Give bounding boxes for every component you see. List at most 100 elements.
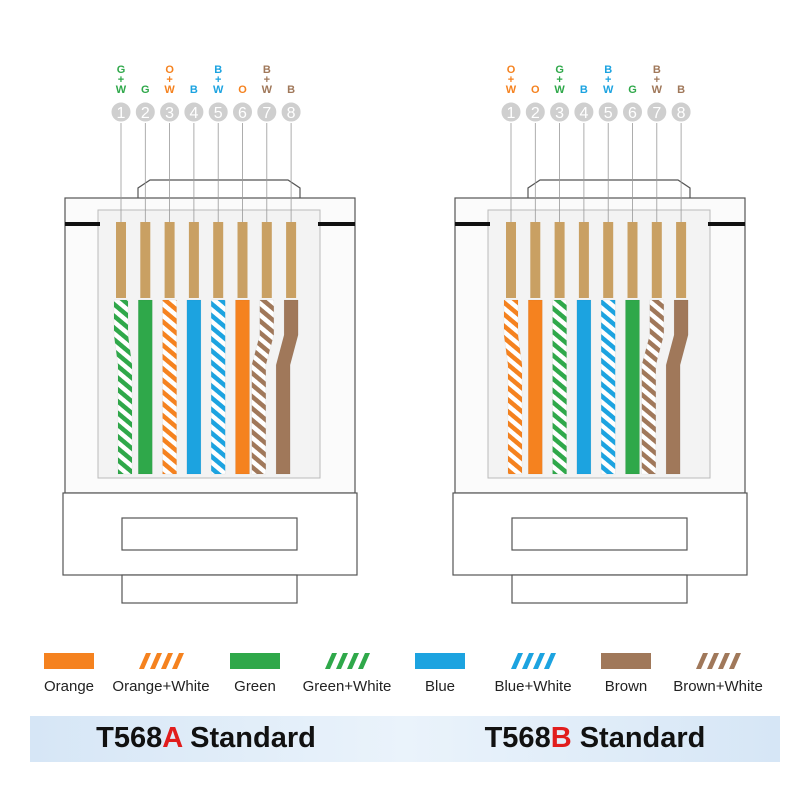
connector-strain-relief	[511, 574, 688, 604]
pin-number: 7	[262, 105, 271, 122]
pin-number: 3	[165, 105, 174, 122]
pin-number-circle	[622, 101, 643, 123]
pin-number: 7	[652, 105, 661, 122]
legend-label-green: Green	[234, 678, 276, 695]
legend-swatch-orange	[44, 653, 94, 669]
wire-green	[138, 299, 153, 475]
pin-number: 4	[189, 105, 198, 122]
wire-orange	[528, 299, 543, 475]
legend-label-blue: Blue	[424, 678, 456, 695]
pin-3-code-g: G	[555, 64, 564, 76]
legend-swatch-brown-white-stripe	[707, 653, 719, 669]
pin-6-code-o: O	[238, 84, 247, 96]
pin-3-code-o: O	[165, 64, 174, 76]
connector-top-clip	[137, 179, 301, 198]
legend-swatch-green-white-stripe	[336, 653, 348, 669]
pin-3-code-plus: +	[556, 74, 562, 86]
legend-label-orange-white: Orange+White	[112, 678, 210, 695]
copper-contact	[213, 222, 224, 298]
pin-number-circle	[183, 101, 205, 123]
copper-contact	[627, 222, 638, 298]
legend-swatch-green-white-stripe	[347, 653, 359, 669]
connector-top-clip	[527, 179, 691, 198]
t568b-title: T568B Standard	[485, 722, 706, 755]
t568a-title: T568A Standard	[96, 722, 316, 755]
pin-3-code-w: W	[554, 84, 565, 96]
copper-contact	[188, 222, 199, 298]
connector-boot-window	[511, 517, 688, 551]
pin-number-circle	[110, 101, 132, 123]
pin-3-code-w: W	[164, 84, 175, 96]
pin-6-code-g: G	[628, 84, 637, 96]
pin-7-code-plus: +	[654, 74, 660, 86]
legend-swatch-brown-white-stripe	[718, 653, 730, 669]
pin-2-code-o: O	[531, 84, 540, 96]
pin-number-circle	[597, 101, 619, 123]
pin-2-code-g: G	[141, 84, 150, 96]
legend-swatch-blue	[415, 653, 465, 669]
pin-1-code-plus: +	[508, 74, 514, 86]
pin-number-circle	[549, 101, 571, 123]
copper-contact	[164, 222, 175, 298]
wire-orange	[235, 299, 250, 475]
connector-boot-window	[121, 517, 298, 551]
wire-blue-white	[600, 299, 616, 475]
pin-7-code-plus: +	[264, 74, 270, 86]
legend-swatch-blue-white-stripe	[511, 653, 523, 669]
pin-number-circle	[159, 101, 181, 123]
t568b-suffix: Standard	[571, 722, 706, 754]
t568a-prefix: T568	[96, 722, 163, 754]
legend-label-blue-white: Blue+White	[494, 678, 572, 695]
standard-banner	[30, 716, 780, 762]
pin-number: 8	[677, 105, 686, 122]
pin-number: 3	[555, 105, 564, 122]
legend-swatch-orange-white-stripe	[172, 653, 184, 669]
pin-number-circle	[232, 101, 253, 123]
copper-contact	[530, 222, 541, 298]
pin-5-code-b: B	[604, 64, 612, 76]
legend-swatch-brown-white-stripe	[696, 653, 708, 669]
legend-label-brown-white: Brown+White	[673, 678, 763, 695]
pin-number: 5	[604, 105, 613, 122]
pin-number-circle	[646, 101, 668, 123]
pin-4-code-b: B	[580, 84, 588, 96]
copper-contact	[261, 222, 272, 298]
wire-orange-white	[162, 299, 177, 475]
copper-contact	[651, 222, 662, 298]
connector-strain-relief	[121, 574, 298, 604]
pin-8-code-b: B	[677, 84, 685, 96]
pin-7-code-w: W	[262, 84, 273, 96]
legend-swatch-green-white-stripe	[358, 653, 370, 669]
wire-brown	[665, 299, 689, 475]
pin-number: 1	[507, 105, 516, 122]
wire-blue	[186, 299, 202, 475]
copper-contact	[116, 222, 126, 298]
pin-5-code-w: W	[213, 84, 224, 96]
pin-number: 1	[117, 105, 126, 122]
wire-orange-white	[503, 299, 523, 475]
t568b-letter: B	[550, 722, 572, 754]
pin-3-code-plus: +	[166, 74, 172, 86]
pin-number: 8	[287, 105, 296, 122]
copper-contact	[554, 222, 565, 298]
copper-contact	[603, 222, 614, 298]
pin-8-code-b: B	[287, 84, 295, 96]
wire-brown-white	[641, 299, 665, 475]
t568a-letter: A	[162, 722, 183, 754]
copper-contact	[237, 222, 248, 298]
pin-1-code-o: O	[507, 64, 516, 76]
pin-5-code-b: B	[214, 64, 222, 76]
legend-swatch-orange-white-stripe	[139, 653, 151, 669]
t568b-prefix: T568	[484, 722, 551, 754]
legend-label-green-white: Green+White	[302, 678, 392, 695]
wire-green	[625, 299, 640, 475]
pin-1-code-g: G	[117, 64, 126, 76]
legend-swatch-brown-white-stripe	[729, 653, 741, 669]
pin-number-circle	[256, 101, 278, 123]
pin-7-code-b: B	[263, 64, 271, 76]
wire-green-white	[113, 299, 133, 475]
pin-1-code-w: W	[506, 84, 517, 96]
